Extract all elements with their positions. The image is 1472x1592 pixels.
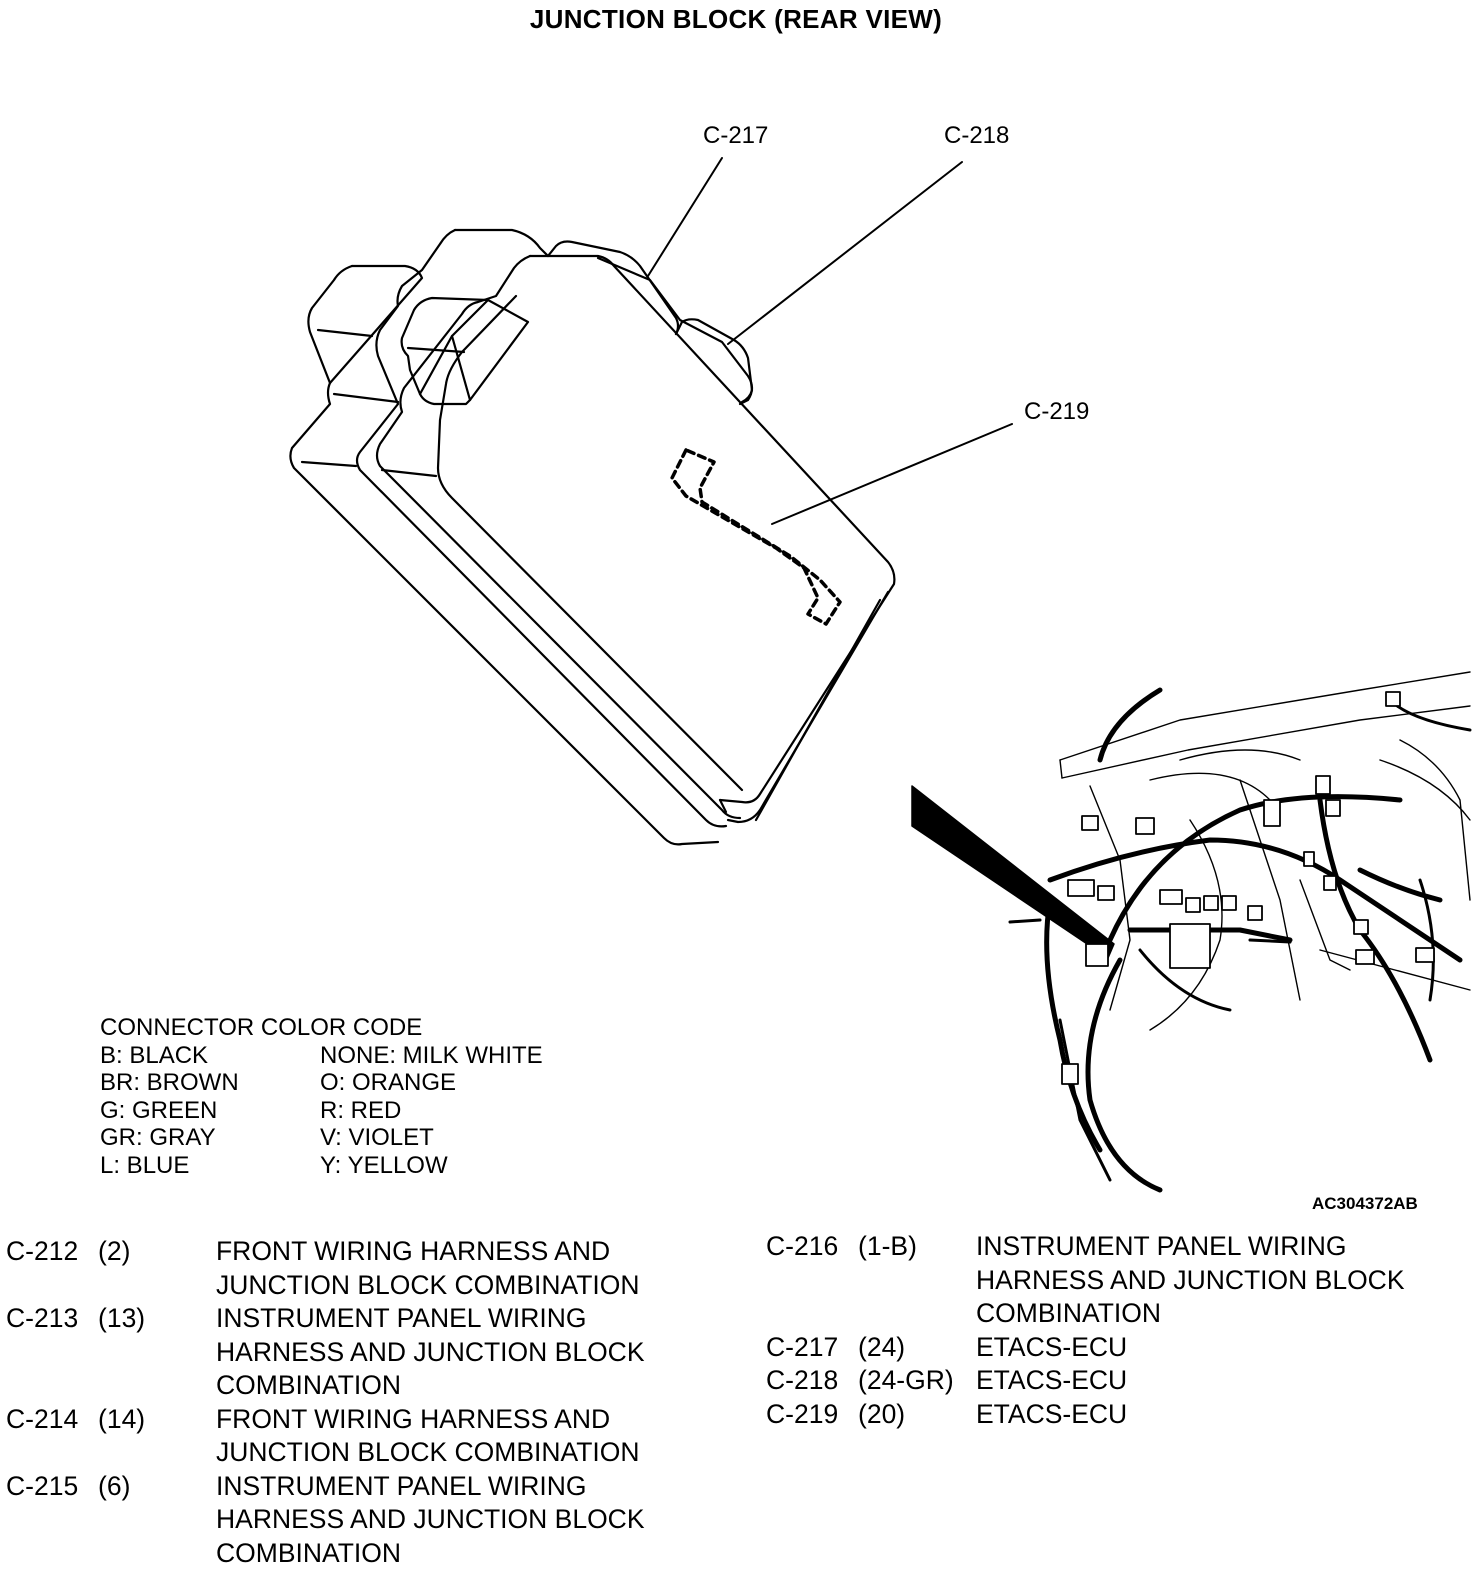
connector-row: C-213 (13) INSTRUMENT PANEL WIRING HARNE… — [6, 1302, 676, 1403]
color-code-item: O: ORANGE — [320, 1069, 457, 1096]
connector-id: C-215 — [6, 1470, 79, 1501]
connector-description: INSTRUMENT PANEL WIRING HARNESS AND JUNC… — [216, 1470, 645, 1568]
connector-id: C-216 — [766, 1231, 839, 1261]
color-code-item: V: VIOLET — [320, 1124, 434, 1151]
color-code-item: NONE: MILK WHITE — [320, 1041, 543, 1069]
connector-description: INSTRUMENT PANEL WIRING HARNESS AND JUNC… — [976, 1231, 1405, 1328]
color-code-heading: CONNECTOR COLOR CODE — [100, 1014, 423, 1041]
connector-pins: (14) — [98, 1403, 146, 1434]
callout-c217: C-217 — [703, 122, 769, 149]
junction-block-diagram — [289, 157, 1472, 1193]
connector-id: C-219 — [766, 1398, 839, 1429]
connector-id: C-212 — [6, 1236, 79, 1266]
connector-id: C-214 — [6, 1403, 79, 1434]
leader-line-c218 — [727, 161, 963, 345]
connector-row: C-217 (24) ETACS-ECU — [766, 1331, 1446, 1365]
connector-description: FRONT WIRING HARNESS AND JUNCTION BLOCK … — [216, 1236, 640, 1300]
connector-pins: (24) — [858, 1331, 906, 1362]
connector-description: ETACS-ECU — [976, 1331, 1128, 1362]
connector-table-right: C-216 (1-B) INSTRUMENT PANEL WIRING HARN… — [766, 1230, 1446, 1431]
connector-row: C-214 (14) FRONT WIRING HARNESS AND JUNC… — [6, 1403, 676, 1470]
color-code-item: BR: BROWN — [100, 1069, 239, 1096]
junction-block-illustration — [289, 228, 896, 846]
callout-c218: C-218 — [944, 122, 1010, 149]
connector-description: FRONT WIRING HARNESS AND JUNCTION BLOCK … — [216, 1403, 640, 1468]
connector-row: C-219 (20) ETACS-ECU — [766, 1398, 1446, 1432]
connector-table-left: C-212 (2) FRONT WIRING HARNESS AND JUNCT… — [6, 1235, 676, 1570]
connector-color-code: CONNECTOR COLOR CODE B: BLACK BR: BROWN … — [100, 1014, 580, 1179]
connector-pins: (2) — [98, 1236, 131, 1266]
connector-row: C-212 (2) FRONT WIRING HARNESS AND JUNCT… — [6, 1235, 676, 1302]
connector-pins: (13) — [98, 1303, 146, 1333]
color-code-right-column: NONE: MILK WHITE O: ORANGE R: RED V: VIO… — [320, 1042, 580, 1180]
connector-description: ETACS-ECU — [976, 1398, 1128, 1429]
connector-description: ETACS-ECU — [976, 1365, 1128, 1395]
connector-id: C-217 — [766, 1331, 839, 1362]
connector-pins: (1-B) — [858, 1231, 917, 1261]
color-code-item: L: BLUE — [100, 1151, 190, 1179]
color-code-left-column: B: BLACK BR: BROWN G: GREEN GR: GRAY L: … — [100, 1042, 320, 1180]
connector-description: INSTRUMENT PANEL WIRING HARNESS AND JUNC… — [216, 1303, 645, 1400]
color-code-item: R: RED — [320, 1096, 402, 1124]
connector-row: C-218 (24-GR) ETACS-ECU — [766, 1364, 1446, 1398]
connector-row: C-215 (6) INSTRUMENT PANEL WIRING HARNES… — [6, 1470, 676, 1571]
connector-pins: (24-GR) — [858, 1365, 954, 1395]
color-code-item: G: GREEN — [100, 1096, 218, 1124]
leader-line-c219 — [771, 423, 1013, 525]
color-code-item: GR: GRAY — [100, 1124, 216, 1151]
connector-pins: (6) — [98, 1470, 131, 1501]
page-title: JUNCTION BLOCK (REAR VIEW) — [529, 4, 943, 34]
color-code-item: Y: YELLOW — [320, 1151, 448, 1179]
callout-c219: C-219 — [1024, 398, 1090, 425]
connector-id: C-218 — [766, 1365, 839, 1395]
c219-dashed-outline — [670, 448, 842, 626]
figure-code: AC304372AB — [1312, 1194, 1418, 1213]
leader-line-c217 — [647, 157, 723, 277]
connector-row: C-216 (1-B) INSTRUMENT PANEL WIRING HARN… — [766, 1230, 1446, 1331]
color-code-item: B: BLACK — [100, 1041, 209, 1069]
location-inset-illustration — [911, 671, 1472, 1193]
connector-id: C-213 — [6, 1303, 79, 1333]
connector-pins: (20) — [858, 1398, 906, 1429]
